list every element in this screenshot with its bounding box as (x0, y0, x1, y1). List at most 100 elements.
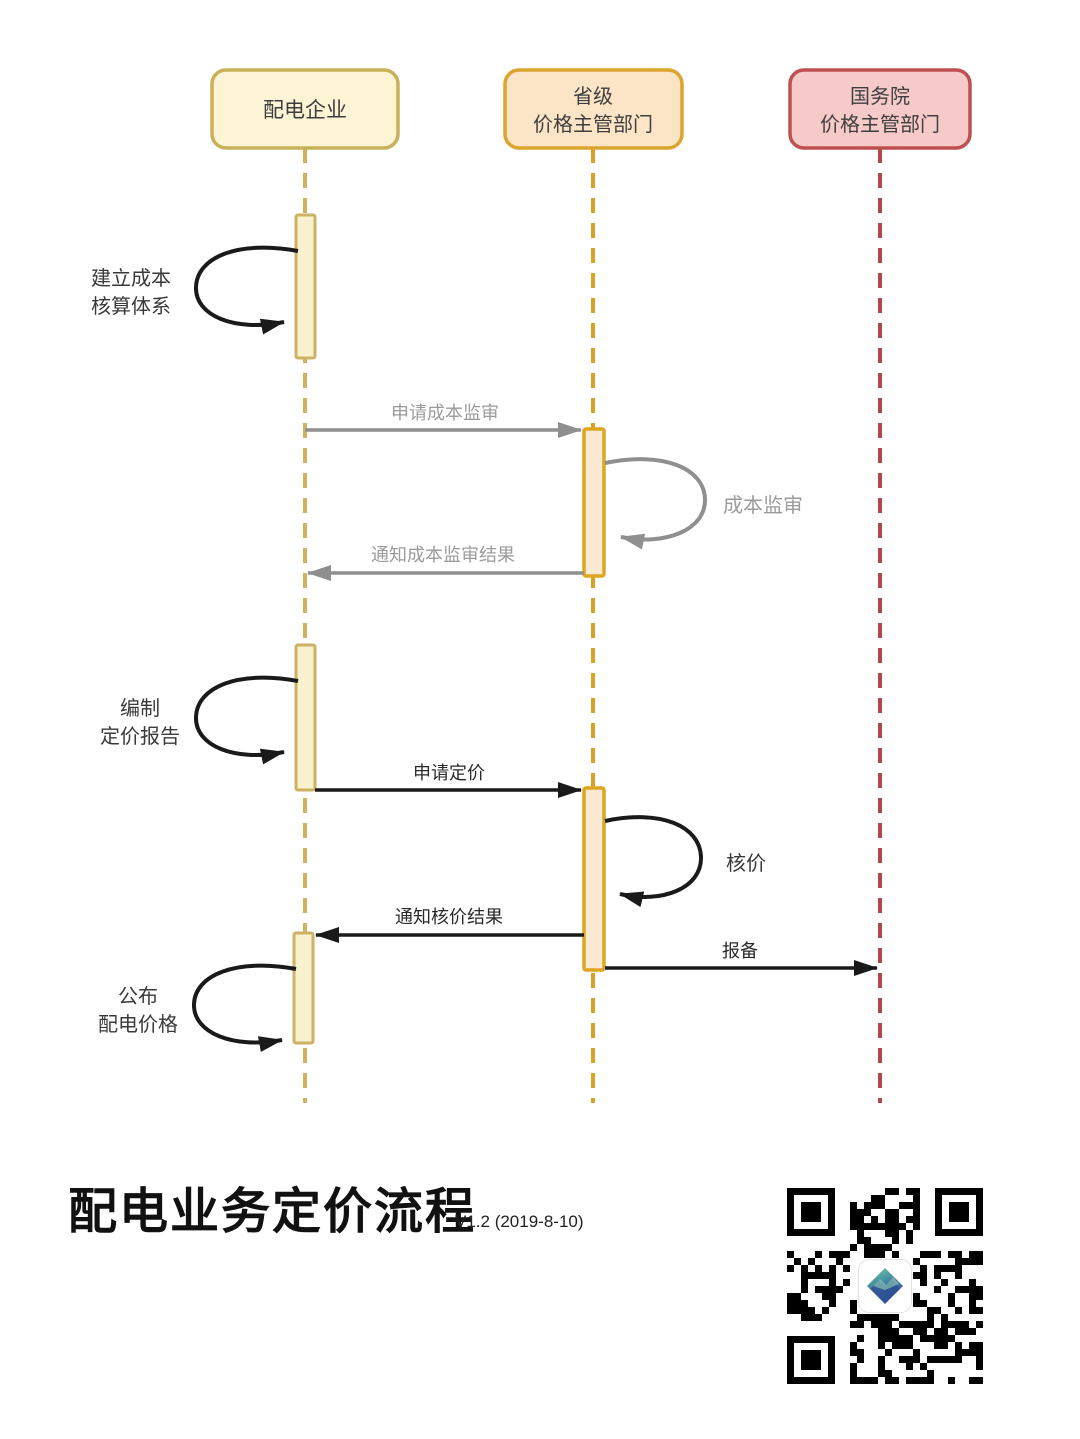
qr-finder-bottom-left-icon (787, 1336, 835, 1384)
qr-module (920, 1251, 927, 1258)
qr-module (948, 1335, 955, 1342)
self-loop-label-line1: 公布 (118, 985, 158, 1008)
qr-module (857, 1356, 864, 1363)
qr-module (948, 1293, 955, 1300)
qr-module (885, 1216, 892, 1223)
qr-module (976, 1349, 983, 1356)
qr-module (941, 1279, 948, 1286)
qr-module (976, 1286, 983, 1293)
qr-module (948, 1265, 955, 1272)
qr-module (794, 1293, 801, 1300)
qr-module (885, 1335, 892, 1342)
qr-module (941, 1328, 948, 1335)
qr-module (955, 1251, 962, 1258)
qr-module (913, 1377, 920, 1384)
qr-module (969, 1328, 976, 1335)
qr-module (913, 1356, 920, 1363)
qr-module (906, 1230, 913, 1237)
qr-module (934, 1272, 941, 1279)
qr-module (920, 1363, 927, 1370)
self-loop-establish-cost-accounting (193, 245, 299, 335)
qr-module (787, 1293, 794, 1300)
qr-module (920, 1321, 927, 1328)
actor-box (503, 68, 684, 150)
qr-module (871, 1244, 878, 1251)
qr-module (864, 1202, 871, 1209)
qr-module (906, 1216, 913, 1223)
activation-enterprise-2 (294, 643, 317, 792)
qr-module (801, 1314, 808, 1321)
qr-module (899, 1202, 906, 1209)
qr-module (955, 1307, 962, 1314)
qr-module (822, 1293, 829, 1300)
mountain-app-logo-icon (859, 1260, 911, 1312)
qr-module (850, 1342, 857, 1349)
qr-module (955, 1286, 962, 1293)
qr-module (927, 1251, 934, 1258)
qr-module (976, 1377, 983, 1384)
qr-module (850, 1363, 857, 1370)
qr-module (941, 1356, 948, 1363)
qr-module (969, 1300, 976, 1307)
qr-module (948, 1356, 955, 1363)
qr-module (857, 1321, 864, 1328)
qr-module (885, 1370, 892, 1377)
qr-module (955, 1328, 962, 1335)
version-label: V1.2 (2019-8-10) (455, 1212, 584, 1231)
qr-module (962, 1349, 969, 1356)
actor-state-council-price-authority: 国务院 价格主管部门 (788, 68, 972, 150)
qr-module (850, 1202, 857, 1209)
qr-module (976, 1363, 983, 1370)
actor-label: 配电企业 (263, 99, 347, 122)
qr-module (878, 1363, 885, 1370)
qr-module (829, 1251, 836, 1258)
qr-module (934, 1286, 941, 1293)
qr-module (836, 1286, 843, 1293)
qr-module (878, 1335, 885, 1342)
qr-module (801, 1300, 808, 1307)
activation-enterprise-3 (292, 931, 315, 1045)
qr-finder-top-left-icon (787, 1188, 835, 1236)
qr-module (906, 1377, 913, 1384)
actor-label-line2: 价格主管部门 (820, 113, 940, 136)
message-label: 申请定价 (413, 763, 485, 783)
qr-module (934, 1265, 941, 1272)
qr-module (885, 1244, 892, 1251)
qr-module (976, 1307, 983, 1314)
activation-provincial-1 (582, 427, 606, 578)
qr-module (969, 1279, 976, 1286)
message-label: 申请成本监审 (391, 403, 499, 423)
qr-module (920, 1265, 927, 1272)
qr-module (850, 1307, 857, 1314)
actor-label-line2: 价格主管部门 (533, 113, 653, 136)
qr-module (878, 1195, 885, 1202)
self-loop-price-verification (604, 815, 704, 908)
message-label: 通知成本监审结果 (371, 545, 515, 565)
qr-module (941, 1265, 948, 1272)
qr-module (906, 1335, 913, 1342)
actor-distribution-enterprise: 配电企业 (210, 68, 400, 150)
qr-module (857, 1237, 864, 1244)
qr-module (962, 1321, 969, 1328)
qr-module (955, 1349, 962, 1356)
qr-module (969, 1349, 976, 1356)
qr-module (927, 1377, 934, 1384)
qr-module (899, 1356, 906, 1363)
qr-module (864, 1244, 871, 1251)
qr-module (815, 1286, 822, 1293)
self-loop-publish-distribution-price (191, 963, 297, 1053)
qr-module (927, 1335, 934, 1342)
qr-module (871, 1216, 878, 1223)
qr-module (808, 1307, 815, 1314)
qr-module (899, 1223, 906, 1230)
qr-module (913, 1321, 920, 1328)
qr-module (955, 1321, 962, 1328)
qr-module (934, 1251, 941, 1258)
qr-module (829, 1286, 836, 1293)
qr-finder-top-right-icon (935, 1188, 983, 1236)
qr-module (815, 1265, 822, 1272)
qr-module (878, 1202, 885, 1209)
qr-module (955, 1342, 962, 1349)
qr-module (955, 1258, 962, 1265)
qr-module (885, 1377, 892, 1384)
